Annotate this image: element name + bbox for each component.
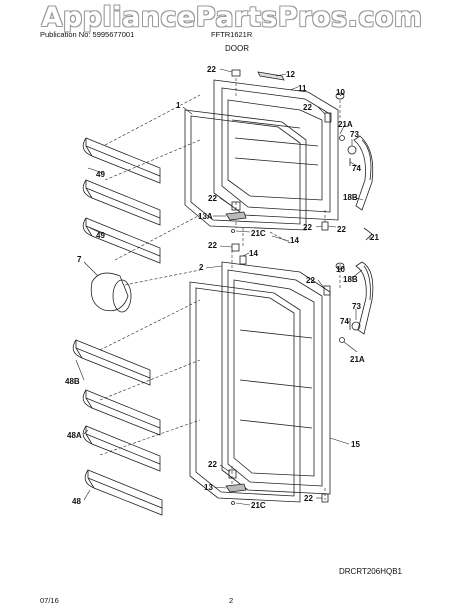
callout-22: 22 [304, 494, 313, 503]
callout-22: 22 [208, 241, 217, 250]
refrigerator-door-panel [221, 261, 331, 495]
callout-22: 22 [337, 225, 346, 234]
leader-lines [75, 68, 371, 506]
callout-13a: 13A [198, 212, 213, 221]
assembly-guides [99, 78, 341, 500]
callout-49: 49 [96, 170, 105, 179]
callout-22: 22 [303, 103, 312, 112]
callout-14: 14 [249, 249, 258, 258]
model-number: FFTR1621R [211, 30, 253, 39]
callout-22: 22 [303, 223, 312, 232]
callout-1: 1 [176, 101, 181, 110]
callout-74: 74 [340, 317, 349, 326]
footer-date: 07/16 [40, 596, 59, 605]
callout-12: 12 [286, 70, 295, 79]
callout-21: 21 [370, 233, 379, 242]
freezer-door-panel [213, 79, 339, 221]
callout-74: 74 [352, 164, 361, 173]
callout-2: 2 [199, 263, 204, 272]
page-number: 2 [229, 596, 234, 605]
callout-48b: 48B [65, 377, 80, 386]
callout-21a: 21A [350, 355, 365, 364]
freezer-door-shelves [82, 137, 161, 264]
callout-22: 22 [207, 65, 216, 74]
publication-number: Publication No: 5995677001 [40, 30, 135, 39]
callout-15: 15 [351, 440, 360, 449]
freezer-gasket [184, 109, 307, 231]
callout-21c: 21C [251, 501, 266, 510]
freezer-handle [353, 135, 374, 211]
callout-11: 11 [298, 84, 307, 93]
callout-10: 10 [336, 88, 345, 97]
refrigerator-door-shelves [72, 339, 163, 516]
watermark: AppliancePartsPros.com [41, 2, 423, 33]
section-title: DOOR [225, 44, 249, 53]
drawing-id: DRCRT206HQB1 [339, 567, 402, 576]
hardware [225, 69, 373, 505]
callout-48a: 48A [67, 431, 82, 440]
refrigerator-gasket [189, 281, 301, 503]
callout-22: 22 [306, 276, 315, 285]
callout-73: 73 [352, 302, 361, 311]
callout-10: 10 [336, 265, 345, 274]
callout-73: 73 [350, 130, 359, 139]
callout-14: 14 [290, 236, 299, 245]
callout-21c: 21C [251, 229, 266, 238]
callout-48: 48 [72, 497, 81, 506]
callout-18b: 18B [343, 193, 358, 202]
dairy-bin [90, 272, 132, 313]
callout-21a: 21A [338, 120, 353, 129]
callout-22: 22 [208, 460, 217, 469]
callout-18b: 18B [343, 275, 358, 284]
callout-22: 22 [208, 194, 217, 203]
callout-7: 7 [77, 255, 82, 264]
callout-labels: 22 12 11 1 10 22 21A 73 74 49 49 22 13A … [65, 65, 379, 510]
callout-49: 49 [96, 231, 105, 240]
callout-13: 13 [204, 483, 213, 492]
